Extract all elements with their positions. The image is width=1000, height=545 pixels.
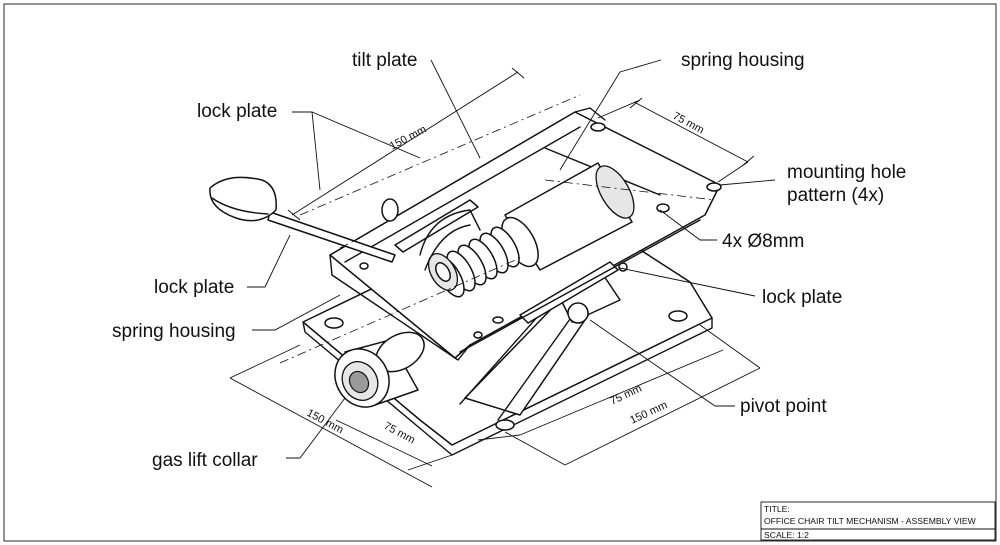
title-block: TITLE: OFFICE CHAIR TILT MECHANISM - ASS… (760, 501, 996, 541)
label-hole-spec: 4x Ø8mm (722, 231, 804, 252)
label-lock-plate-right: lock plate (762, 287, 842, 308)
dim-top-length: 150 mm (388, 123, 429, 152)
dim-top-width: 75 mm (671, 110, 706, 136)
dim-bottom-right-short: 75 mm (608, 383, 644, 408)
sheet-border (3, 3, 997, 542)
dim-bottom-left-short: 75 mm (382, 420, 417, 446)
lock-lever (209, 176, 399, 263)
dimension-lines (229, 67, 761, 488)
gas-lift-collar (334, 331, 425, 408)
dim-bottom-right-long: 150 mm (628, 399, 669, 427)
label-lock-plate-upper: lock plate (197, 101, 277, 122)
title-block-label: TITLE: (764, 504, 790, 514)
title-block-title: OFFICE CHAIR TILT MECHANISM - ASSEMBLY V… (764, 516, 977, 526)
pivot-pin (567, 302, 589, 324)
center-lines (279, 94, 716, 364)
label-mounting-hole-line2: pattern (4x) (787, 185, 884, 206)
label-tilt-plate: tilt plate (352, 50, 417, 71)
label-mounting-hole-line1: mounting hole (787, 162, 906, 183)
label-spring-housing-top: spring housing (681, 50, 805, 71)
leader-lines (247, 59, 776, 459)
label-lock-plate-left: lock plate (154, 277, 234, 298)
label-gas-lift-collar: gas lift collar (152, 450, 258, 471)
label-spring-housing-left: spring housing (112, 321, 236, 342)
label-pivot-point: pivot point (740, 396, 827, 417)
title-block-scale: SCALE: 1:2 (764, 530, 809, 540)
spring-assembly (419, 162, 635, 298)
